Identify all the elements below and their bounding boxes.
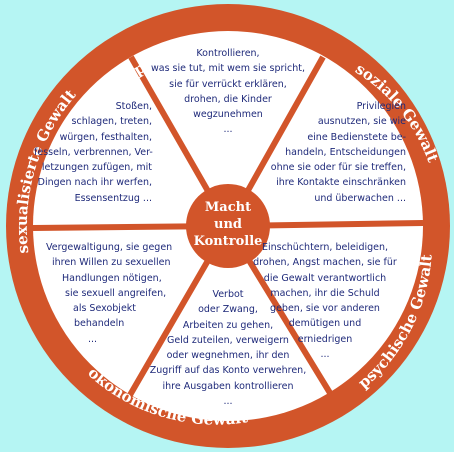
segment-line: oder wegnehmen, ihr den — [166, 350, 290, 362]
segment-line: handeln, Entscheidungen — [285, 146, 406, 158]
segment-line: Arbeiten zu gehen, — [182, 319, 274, 331]
segment-line: Stoßen, — [115, 101, 152, 112]
segment-line: würgen, festhalten, — [59, 131, 152, 143]
segment-line: ohne sie oder für sie treffen, — [270, 162, 406, 174]
segment-line: behandeln — [74, 318, 125, 330]
segment-line: Privilegien — [356, 101, 406, 112]
segment-upper-right-text: Privilegien ausnutzen, sie wie eine Bedi… — [236, 99, 406, 206]
segment-line: die Gewalt verantwortlich — [263, 272, 387, 284]
segment-lower-right-text: Einschüchtern, beleidigen, drohen, Angst… — [244, 240, 406, 362]
hub-line-1: Macht — [205, 200, 251, 215]
segment-line: Geld zuteilen, verweigern — [167, 334, 289, 346]
segment-line: ... — [223, 124, 233, 136]
segment-line: oder Zwang, — [198, 304, 258, 316]
segment-line: ihre Ausgaben kontrollieren — [162, 380, 294, 392]
segment-line: eine Bedienstete be- — [307, 131, 406, 143]
segment-line: Dingen nach ihr werfen, — [37, 177, 152, 189]
segment-line: sie für verrückt erklären, — [169, 78, 287, 90]
hub — [186, 184, 270, 268]
segment-line: was sie tut, mit wem sie spricht, — [150, 63, 306, 75]
segment-line: Kontrollieren, — [196, 48, 260, 59]
segment-line: drohen, Angst machen, sie für — [253, 257, 397, 269]
hub-line-2: und — [214, 217, 242, 232]
segment-lower-left-text: Vergewaltigung, sie gegen ihren Willen z… — [46, 240, 186, 347]
segment-line: fesseln, verbrennen, Ver- — [34, 146, 153, 158]
segment-line: ... — [88, 333, 98, 345]
segment-line: Vergewaltigung, sie gegen — [46, 242, 173, 253]
segment-line: Einschüchtern, beleidigen, — [261, 242, 389, 253]
segment-line: drohen, die Kinder — [184, 93, 272, 105]
segment-line: demütigen und — [288, 318, 362, 330]
segment-line: ihre Kontakte einschränken — [276, 177, 406, 189]
segment-line: letzungen zufügen, mit — [41, 162, 152, 174]
segment-line: Verbot — [212, 289, 244, 300]
segment-line: ... — [320, 349, 330, 361]
segment-upper-left-text: Stoßen, schlagen, treten, würgen, festha… — [34, 99, 153, 206]
segment-line: und überwachen ... — [314, 192, 406, 204]
segment-top-text: Kontrollieren, was sie tut, mit wem sie … — [146, 46, 310, 138]
segment-line: ... — [223, 396, 233, 408]
segment-line: Handlungen nötigen, — [62, 272, 162, 284]
segment-line: geben, sie vor anderen — [270, 303, 380, 315]
segment-line: machen, ihr die Schuld — [270, 287, 380, 299]
segment-bottom-text: Verbot oder Zwang, Arbeiten zu gehen, Ge… — [140, 287, 316, 409]
segment-line: schlagen, treten, — [71, 116, 152, 128]
segment-line: erniedrigen — [297, 333, 353, 345]
segment-line: sie sexuell angreifen, — [65, 287, 167, 299]
segment-line: Zugriff auf das Konto verwehren, — [149, 365, 307, 377]
segment-line: ihren Willen zu sexuellen — [52, 257, 171, 269]
segment-line: ausnutzen, sie wie — [317, 116, 406, 128]
hub-line-3: Kontrolle — [194, 234, 263, 249]
segment-line: als Sexobjekt — [73, 303, 137, 315]
segment-line: Essensentzug ... — [74, 192, 152, 204]
segment-line: wegzunehmen — [193, 109, 263, 121]
